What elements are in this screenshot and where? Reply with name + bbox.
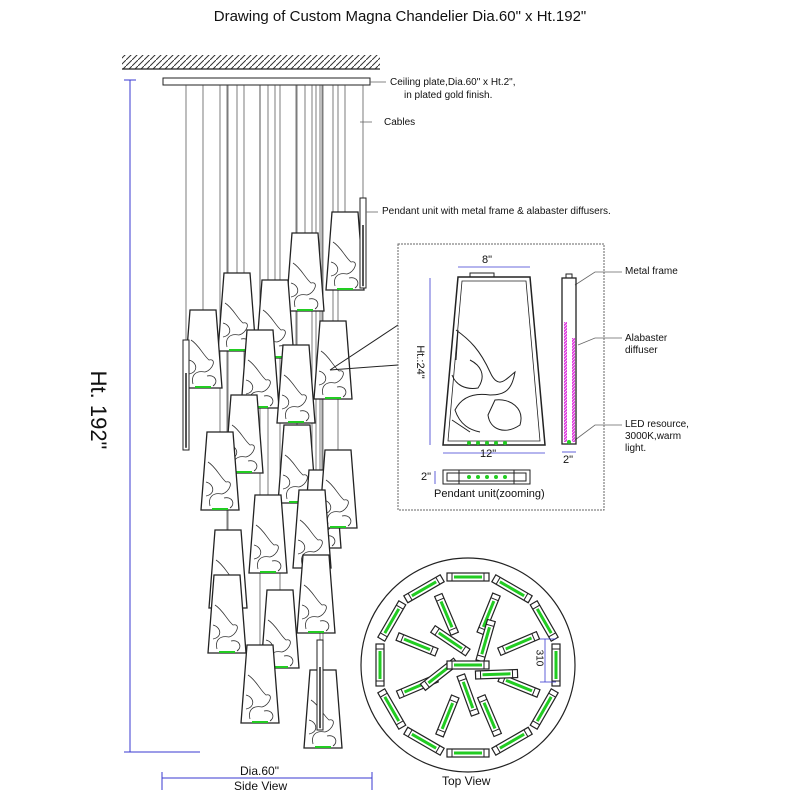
top-pendant xyxy=(402,726,446,756)
pendant-unit xyxy=(276,344,316,424)
led-label-2: 3000K,warm xyxy=(625,431,682,442)
diameter-dimension xyxy=(161,772,373,790)
led-label-1: LED resource, xyxy=(625,419,689,430)
top-pendant xyxy=(395,632,439,657)
bottom-width-label: 12" xyxy=(480,448,497,460)
top-width-label: 8" xyxy=(482,254,493,266)
side-depth-label: 2" xyxy=(563,454,574,466)
top-pendant xyxy=(429,624,471,657)
top-pendant xyxy=(476,693,503,738)
side-pendants xyxy=(182,197,367,749)
top-pendant xyxy=(377,599,407,643)
top-pendant xyxy=(377,687,407,731)
detail-pendant-side xyxy=(561,273,577,445)
pendant-side-rod xyxy=(359,197,367,289)
top-dimension xyxy=(540,638,556,683)
alabaster-label-2: diffuser xyxy=(625,345,658,356)
top-pendant xyxy=(497,673,541,698)
ceiling-plate-callout-2: in plated gold finish. xyxy=(404,90,493,101)
top-pendant xyxy=(446,748,490,758)
top-pendant xyxy=(490,574,534,604)
ceiling-plate-callout: Ceiling plate,Dia.60" x Ht.2", xyxy=(390,77,516,88)
pendant-unit xyxy=(296,554,336,634)
detail-box xyxy=(397,243,605,511)
metal-frame-label: Metal frame xyxy=(625,266,678,277)
drawing-title: Drawing of Custom Magna Chandelier Dia.6… xyxy=(213,8,587,25)
pendant-side-rod xyxy=(182,339,190,451)
top-pendant xyxy=(446,572,490,582)
top-pendant xyxy=(446,660,490,670)
pendant-unit xyxy=(183,309,223,389)
zoom-callout xyxy=(329,324,399,371)
led-dots xyxy=(467,441,507,445)
detail-pendant-front xyxy=(442,272,546,446)
pendant-unit xyxy=(207,574,247,654)
height-dimension xyxy=(124,79,200,753)
pendant-unit xyxy=(325,211,365,291)
alabaster-label-1: Alabaster xyxy=(625,333,668,344)
pendant-unit xyxy=(248,494,288,574)
top-pendant xyxy=(474,668,519,680)
detail-height-label: Ht.:24" xyxy=(414,345,426,379)
callout-leaders xyxy=(360,81,622,441)
top-pendant xyxy=(476,592,501,636)
top-pendant xyxy=(456,673,480,717)
side-view-label: Side View xyxy=(234,779,288,793)
top-view-label: Top View xyxy=(442,774,491,788)
pendant-side-rod xyxy=(316,639,324,731)
ceiling-hatch xyxy=(122,55,380,70)
detail-dimensions xyxy=(429,266,576,484)
top-pendant xyxy=(435,694,460,738)
pendant-unit xyxy=(313,320,353,400)
pendant-callout: Pendant unit with metal frame & alabaste… xyxy=(382,206,611,217)
diameter-label: Dia.60" xyxy=(240,764,279,778)
top-pendant xyxy=(433,592,460,637)
height-label: Ht. 192" xyxy=(86,370,111,450)
pendant-unit xyxy=(240,644,280,724)
top-view-outline xyxy=(360,557,576,773)
top-pendant xyxy=(551,643,561,687)
ceiling-plate xyxy=(162,77,371,86)
detail-caption: Pendant unit(zooming) xyxy=(434,488,545,500)
top-pendant xyxy=(490,726,534,756)
pendant-unit xyxy=(200,431,240,511)
top-pendant xyxy=(402,574,446,604)
top-view-units xyxy=(375,572,561,758)
top-pendant xyxy=(375,643,385,687)
top-pendant xyxy=(496,630,541,657)
top-dim-label: 310 xyxy=(533,649,545,667)
cables-callout: Cables xyxy=(384,117,416,128)
bottom-leds xyxy=(467,475,507,479)
led-label-3: light. xyxy=(625,443,647,454)
detail-pendant-bottom xyxy=(442,469,531,485)
depth-label: 2" xyxy=(421,471,432,483)
pendant-unit xyxy=(285,232,325,312)
top-pendant xyxy=(529,687,559,731)
